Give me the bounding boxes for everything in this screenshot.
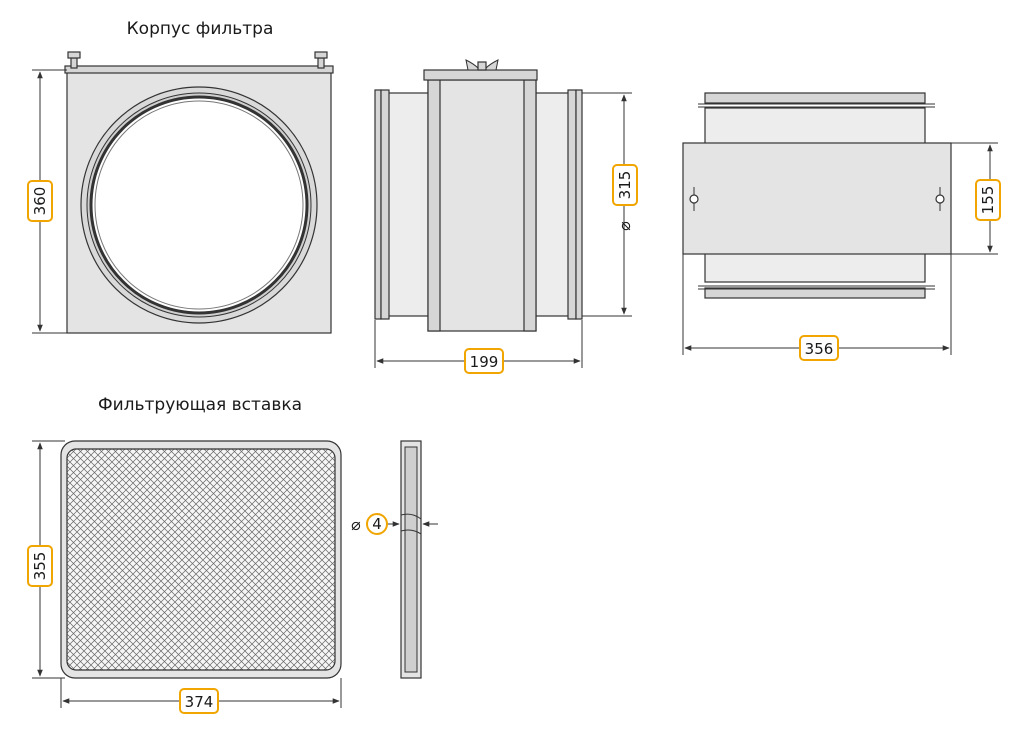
dimension-insert-width: 374 <box>60 678 342 714</box>
housing-top-view <box>682 92 952 299</box>
dim-label-360: 360 <box>31 187 49 216</box>
dimension-diameter: 315 ⌀ <box>582 92 638 317</box>
housing-side-view <box>374 59 583 332</box>
filter-insert-front-view <box>60 440 342 679</box>
dim-label-315: 315 <box>616 171 634 200</box>
housing-front-view <box>64 51 334 334</box>
filter-insert-side-view <box>400 440 422 679</box>
dim-label-155: 155 <box>979 186 997 215</box>
housing-title: Корпус фильтра <box>127 19 274 39</box>
diameter-symbol: ⌀ <box>615 221 634 231</box>
insert-title: Фильтрующая вставка <box>98 395 302 415</box>
dimension-side-height: 155 <box>951 142 1001 255</box>
dimension-housing-length: 199 <box>374 320 583 374</box>
dim-label-355: 355 <box>31 552 49 581</box>
dim-label-4: 4 <box>372 515 382 533</box>
dimension-side-width: 356 <box>682 254 952 361</box>
dim-label-374: 374 <box>185 693 214 711</box>
diameter-symbol-insert: ⌀ <box>351 515 361 534</box>
dimension-insert-thickness: 4 ⌀ <box>351 513 438 535</box>
dim-label-356: 356 <box>805 340 834 358</box>
dimension-housing-height: 360 <box>27 69 67 334</box>
dimension-insert-height: 355 <box>27 440 65 679</box>
dim-label-199: 199 <box>470 353 499 371</box>
